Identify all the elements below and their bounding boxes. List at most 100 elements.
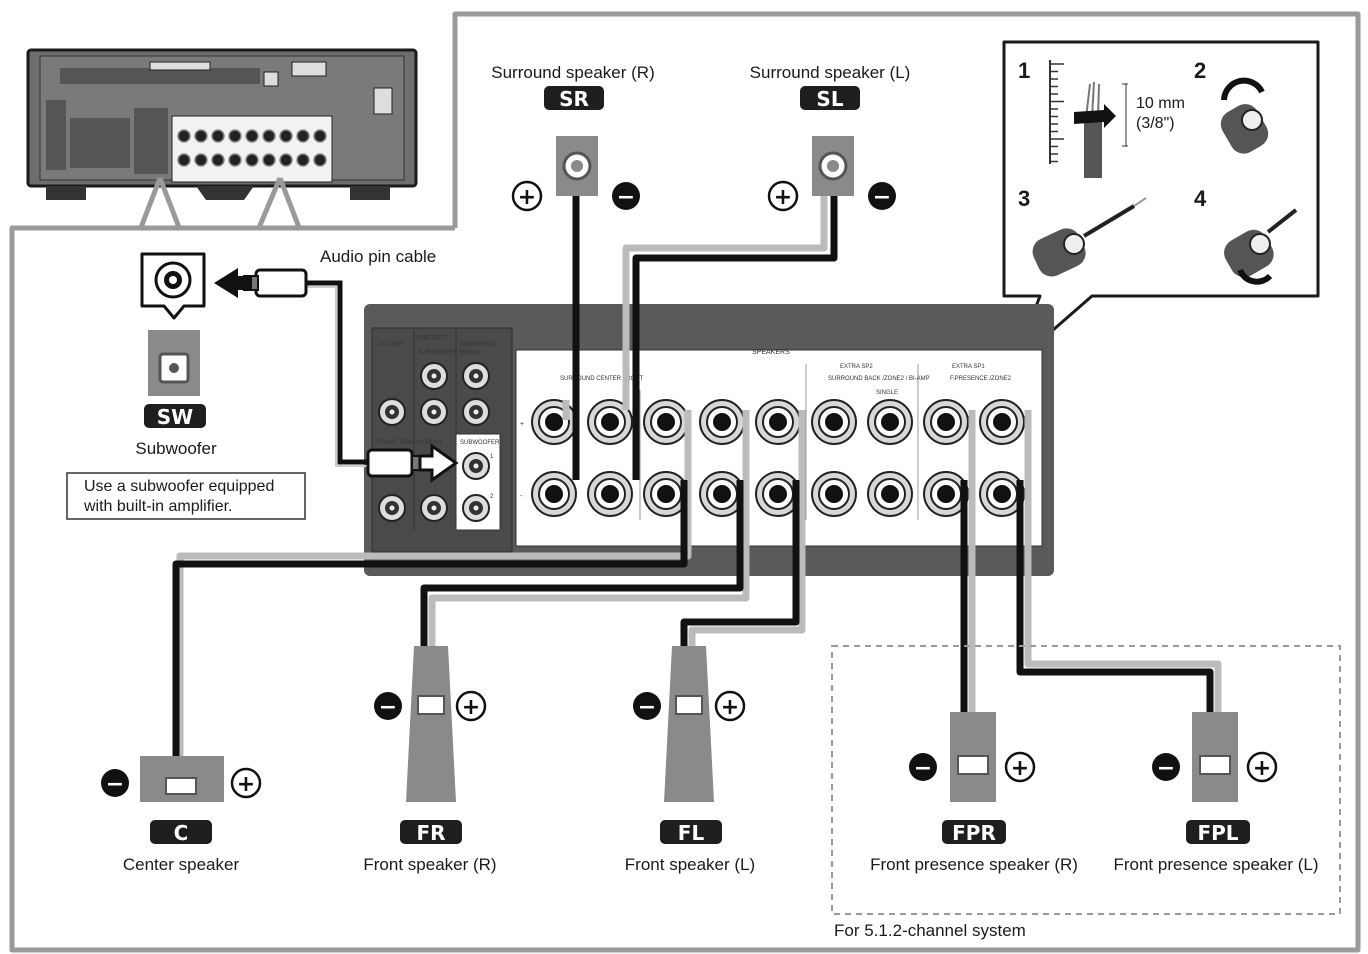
panel-extra-sp1-label: EXTRA SP1 [952, 364, 985, 370]
panel-subwoofer-label: SUBWOOFER [460, 440, 500, 446]
svg-text:SR: SR [559, 87, 589, 111]
minus-icon: − [1152, 753, 1180, 781]
panel-front-label: FRONT [422, 440, 443, 446]
svg-text:SL: SL [816, 87, 843, 111]
stripped-cable-icon [1074, 81, 1128, 178]
system-note-label: For 5.1.2-channel system [834, 921, 1026, 940]
arrow-left-icon [214, 268, 252, 298]
front-r-speaker [406, 646, 456, 802]
thumb-terminal [228, 129, 242, 143]
rca-jack [462, 362, 490, 390]
panel-f-presence-label: F.PRESENCE /ZONE2 [950, 376, 1012, 382]
speaker-terminal [587, 471, 633, 517]
panel-speakers-label: SPEAKERS [752, 349, 790, 356]
thumb-terminal [296, 153, 310, 167]
svg-text:+: + [462, 695, 480, 720]
thumb-terminal [211, 153, 225, 167]
speaker-terminal [699, 471, 745, 517]
surround-r-label: Surround speaker (R) [491, 63, 654, 82]
thumb-terminal [279, 129, 293, 143]
plus-icon: + [230, 767, 262, 799]
frame-outline [9, 11, 1361, 953]
badge-fr: FR [400, 820, 462, 845]
thumb-terminal [177, 129, 191, 143]
front-r-label: Front speaker (R) [363, 855, 496, 874]
badge-sw: SW [144, 404, 206, 429]
subwoofer-note-line2: with built-in amplifier. [83, 498, 233, 515]
step-3-number: 3 [1018, 186, 1030, 211]
tighten-terminal-icon [1224, 208, 1298, 285]
speaker-terminals [531, 399, 1025, 517]
subwoofer-label: Subwoofer [135, 439, 217, 458]
thumb-terminal [194, 153, 208, 167]
svg-text:+: + [774, 185, 792, 210]
thumb-terminal [211, 129, 225, 143]
speaker-terminal [643, 399, 689, 445]
minus-icon: − [612, 182, 640, 210]
panel-plus-label: + [520, 421, 524, 428]
front-presence-r-label: Front presence speaker (R) [870, 855, 1078, 874]
insert-wire-terminal-icon [1032, 197, 1147, 277]
front-presence-l-speaker [1192, 712, 1238, 802]
center-label: Center speaker [123, 855, 240, 874]
speaker-terminal [979, 399, 1025, 445]
plus-icon: + [1004, 751, 1036, 783]
rca-jack [420, 398, 448, 426]
ruler-icon [1049, 60, 1064, 164]
panel-sub-2-label: 2 [490, 494, 494, 500]
strip-length-inch-label: (3/8") [1136, 115, 1175, 132]
subwoofer-note-line1: Use a subwoofer equipped [84, 478, 274, 495]
svg-text:−: − [1157, 756, 1175, 781]
thumb-terminal [296, 129, 310, 143]
svg-text:+: + [1253, 756, 1271, 781]
badge-fpl: FPL [1186, 820, 1250, 845]
audio-pin-cable [214, 268, 459, 483]
svg-text:FPR: FPR [952, 821, 996, 845]
panel-front-zone2-label: FRONT ZONE2 [378, 440, 421, 446]
speaker-terminal [755, 471, 801, 517]
speaker-terminal [867, 399, 913, 445]
thumb-terminal [194, 129, 208, 143]
surround-l-label: Surround speaker (L) [750, 63, 911, 82]
badge-c: C [150, 820, 212, 845]
rca-jack [420, 494, 448, 522]
thumb-terminal [245, 129, 259, 143]
thumb-terminal [262, 153, 276, 167]
front-presence-r-speaker [950, 712, 996, 802]
rca-jack [462, 494, 490, 522]
thumb-terminal [245, 153, 259, 167]
svg-text:SW: SW [157, 405, 193, 429]
svg-text:−: − [914, 756, 932, 781]
svg-text:+: + [1011, 756, 1029, 781]
plus-icon: + [511, 180, 543, 212]
badge-sl: SL [800, 86, 860, 111]
thumb-terminal [313, 129, 327, 143]
speaker-terminal [811, 399, 857, 445]
thumb-terminal [313, 153, 327, 167]
svg-text:+: + [721, 695, 739, 720]
minus-icon: − [633, 692, 661, 720]
plus-icon: + [714, 690, 746, 722]
speaker-terminal [923, 399, 969, 445]
speaker-terminal [811, 471, 857, 517]
minus-icon: − [101, 769, 129, 797]
polarity-symbols: +−+−−+−+−+−+−+ [101, 180, 1278, 799]
thumb-terminal [279, 153, 293, 167]
receiver-rear-thumbnail [26, 48, 418, 231]
panel-sub-1-label: 1 [490, 454, 494, 460]
badge-fpr: FPR [942, 820, 1006, 845]
step-2-number: 2 [1194, 58, 1206, 83]
rca-jack [462, 398, 490, 426]
rca-jack [378, 494, 406, 522]
step-1-number: 1 [1018, 58, 1030, 83]
svg-text:−: − [379, 695, 397, 720]
panel-extra-sp2-label: EXTRA SP2 [840, 364, 873, 370]
speaker-terminal [867, 471, 913, 517]
speaker-terminal [531, 471, 577, 517]
panel-surround-back-label: SURROUND BACK /ZONE2 / BI-AMP [828, 376, 930, 382]
pre-out-jacks [378, 362, 490, 522]
thumb-terminal [177, 153, 191, 167]
front-l-speaker [664, 646, 714, 802]
plus-icon: + [455, 690, 487, 722]
loosen-terminal-icon [1220, 77, 1269, 154]
